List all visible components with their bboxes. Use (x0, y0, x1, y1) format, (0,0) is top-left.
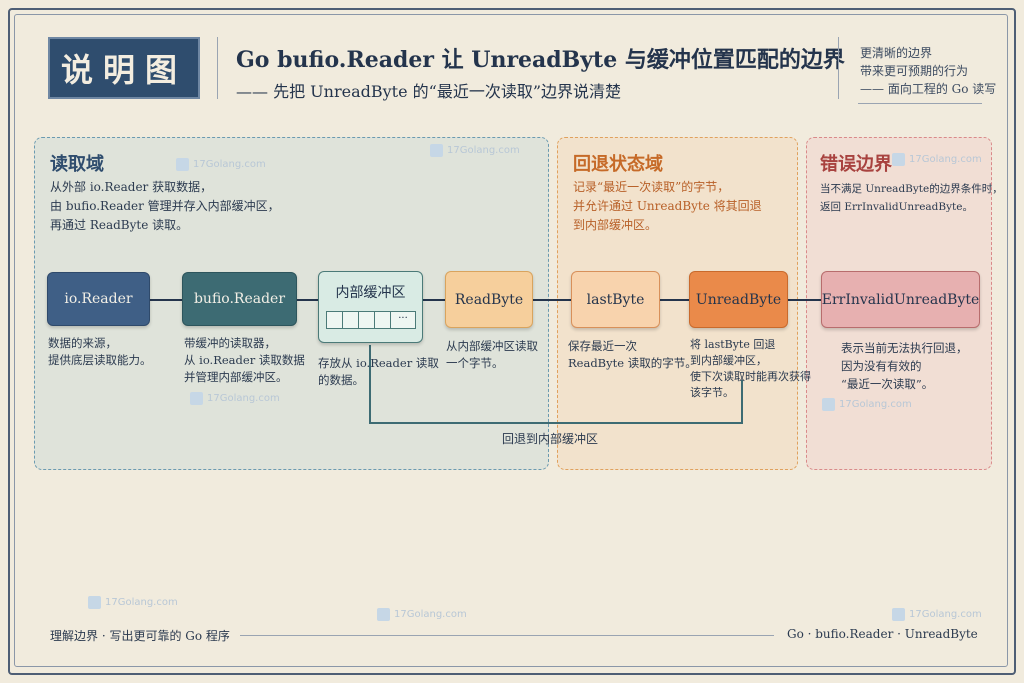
outer-frame (8, 8, 1016, 675)
rollback-desc-line: 并允许通过 UnreadByte 将其回退 (573, 199, 762, 213)
diagram-badge: 说明图 (48, 37, 200, 99)
unreadbyte-node: UnreadByte (689, 271, 788, 328)
rollback-domain-title: 回退状态域 (573, 154, 663, 175)
return-path-label: 回退到内部缓冲区 (502, 432, 599, 446)
caption-line: 使下次读取时能再次获得 (690, 370, 811, 383)
io-reader-caption: 数据的来源， 提供底层读取能力。 (48, 335, 152, 369)
error-desc-line: 返回 ErrInvalidUnreadByte。 (820, 201, 973, 213)
internal-buffer-label: 内部缓冲区 (335, 285, 406, 301)
watermark-logo-icon (377, 608, 390, 621)
footer-rule (240, 635, 774, 636)
error-boundary-title: 错误边界 (820, 154, 892, 175)
caption-line: ReadByte 读取的字节。 (568, 356, 697, 370)
caption-line: 表示当前无法执行回退， (841, 341, 968, 355)
watermark-logo-icon (176, 158, 189, 171)
watermark: 17Golang.com (176, 158, 266, 171)
bufio-reader-node: bufio.Reader (182, 272, 297, 326)
caption-line: 带缓冲的读取器， (184, 336, 276, 350)
watermark-text: 17Golang.com (207, 393, 280, 404)
buffer-caption: 存放从 io.Reader 读取 的数据。 (318, 355, 439, 389)
watermark-logo-icon (822, 398, 835, 411)
watermark-logo-icon (892, 153, 905, 166)
internal-buffer-node: 内部缓冲区 ··· (318, 271, 423, 343)
footer-right-text: Go · bufio.Reader · UnreadByte (787, 627, 978, 641)
read-desc-line: 再通过 ReadByte 读取。 (50, 218, 189, 232)
watermark-text: 17Golang.com (193, 159, 266, 170)
buffer-cell (374, 311, 391, 329)
slogan-line-3: —— 面向工程的 Go 读写 (860, 82, 997, 96)
caption-line: 的数据。 (318, 373, 364, 387)
lastbyte-caption: 保存最近一次 ReadByte 读取的字节。 (568, 338, 697, 372)
caption-line: 从 io.Reader 读取数据 (184, 353, 305, 367)
caption-line: 该字节。 (690, 386, 734, 399)
buffer-cell-ellipsis: ··· (390, 311, 416, 329)
caption-line: 到内部缓冲区， (690, 354, 767, 367)
watermark: 17Golang.com (190, 392, 280, 405)
watermark-text: 17Golang.com (394, 609, 467, 620)
slogan-divider (838, 37, 839, 99)
caption-line: 保存最近一次 (568, 339, 637, 353)
slogan-line-2: 带来更可预期的行为 (860, 64, 969, 78)
caption-line: 并管理内部缓冲区。 (184, 370, 288, 384)
footer-left-text: 理解边界 · 写出更可靠的 Go 程序 (50, 629, 230, 643)
rollback-desc-line: 记录“最近一次读取”的字节， (573, 180, 730, 194)
caption-line: 将 lastByte 回退 (690, 338, 776, 351)
watermark: 17Golang.com (88, 596, 178, 609)
lastbyte-node: lastByte (571, 271, 660, 328)
watermark-logo-icon (190, 392, 203, 405)
error-desc-line: 当不满足 UnreadByte的边界条件时， (820, 183, 1003, 195)
caption-line: 提供底层读取能力。 (48, 353, 152, 367)
watermark-text: 17Golang.com (909, 609, 982, 620)
caption-line: “最近一次读取”。 (841, 377, 934, 391)
slogan-rule (858, 103, 982, 104)
caption-line: 从内部缓冲区读取 (446, 339, 538, 353)
error-boundary-desc: 当不满足 UnreadByte的边界条件时， 返回 ErrInvalidUnre… (820, 180, 1003, 216)
unreadbyte-caption: 将 lastByte 回退 到内部缓冲区， 使下次读取时能再次获得 该字节。 (690, 337, 811, 401)
slogan-line-1: 更清晰的边界 (860, 46, 933, 60)
rollback-domain-desc: 记录“最近一次读取”的字节， 并允许通过 UnreadByte 将其回退 到内部… (573, 178, 762, 235)
err-invalid-unreadbyte-node: ErrInvalidUnreadByte (821, 271, 980, 328)
watermark: 17Golang.com (377, 608, 467, 621)
watermark: 17Golang.com (822, 398, 912, 411)
caption-line: 因为没有有效的 (841, 359, 922, 373)
caption-line: 存放从 io.Reader 读取 (318, 356, 439, 370)
rollback-desc-line: 到内部缓冲区。 (573, 218, 658, 232)
watermark: 17Golang.com (430, 144, 520, 157)
inner-frame (14, 14, 1008, 667)
page-title: Go bufio.Reader 让 UnreadByte 与缓冲位置匹配的边界 (236, 47, 845, 73)
header-divider (217, 37, 218, 99)
buffer-cells: ··· (326, 311, 416, 329)
watermark-logo-icon (88, 596, 101, 609)
readbyte-node: ReadByte (445, 271, 533, 328)
buffer-cell (358, 311, 375, 329)
page-subtitle: —— 先把 UnreadByte 的“最近一次读取”边界说清楚 (236, 82, 622, 101)
return-path-line (369, 345, 743, 424)
watermark: 17Golang.com (892, 608, 982, 621)
caption-line: 数据的来源， (48, 336, 117, 350)
read-domain-desc: 从外部 io.Reader 获取数据， 由 bufio.Reader 管理并存入… (50, 178, 280, 235)
readbyte-caption: 从内部缓冲区读取 一个字节。 (446, 338, 538, 372)
watermark-logo-icon (892, 608, 905, 621)
watermark-logo-icon (430, 144, 443, 157)
watermark-text: 17Golang.com (909, 154, 982, 165)
io-reader-node: io.Reader (47, 272, 150, 326)
watermark: 17Golang.com (892, 153, 982, 166)
err-invalid-caption: 表示当前无法执行回退， 因为没有有效的 “最近一次读取”。 (841, 339, 968, 393)
buffer-cell (342, 311, 359, 329)
buffer-cell (326, 311, 343, 329)
read-desc-line: 从外部 io.Reader 获取数据， (50, 180, 213, 194)
read-domain-title: 读取域 (50, 154, 104, 175)
caption-line: 一个字节。 (446, 356, 504, 370)
watermark-text: 17Golang.com (839, 399, 912, 410)
read-desc-line: 由 bufio.Reader 管理并存入内部缓冲区， (50, 199, 280, 213)
bufio-reader-caption: 带缓冲的读取器， 从 io.Reader 读取数据 并管理内部缓冲区。 (184, 335, 305, 386)
watermark-text: 17Golang.com (447, 145, 520, 156)
watermark-text: 17Golang.com (105, 597, 178, 608)
